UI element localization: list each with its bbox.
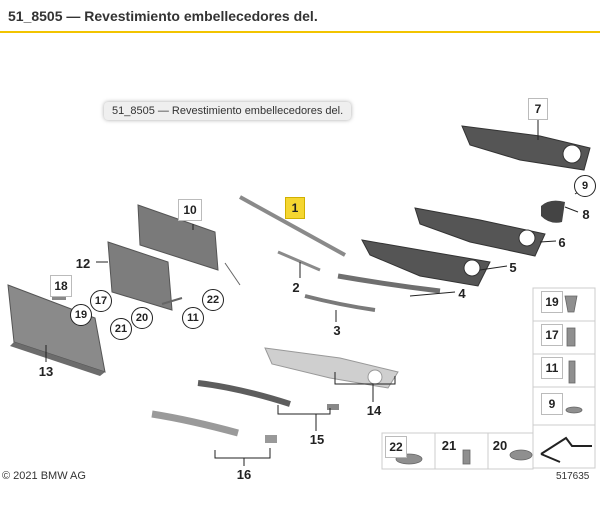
callout-15[interactable]: 15 bbox=[309, 432, 325, 447]
diagram-number: 517635 bbox=[556, 471, 590, 482]
screw-9-icon bbox=[565, 406, 583, 414]
bolt-21-icon bbox=[462, 449, 471, 465]
callout-5[interactable]: 5 bbox=[509, 260, 517, 275]
part-3-trim-strip[interactable] bbox=[304, 294, 376, 312]
legend-item-22[interactable]: 22 bbox=[385, 436, 407, 458]
part-10-license-plate-holder[interactable] bbox=[137, 204, 219, 271]
legend-item-21[interactable]: 21 bbox=[441, 438, 457, 453]
callout-21[interactable]: 21 bbox=[110, 318, 132, 340]
callout-19[interactable]: 19 bbox=[70, 304, 92, 326]
part-4-trim-strip[interactable] bbox=[337, 273, 441, 294]
part-13-license-plate-base[interactable] bbox=[7, 284, 106, 376]
part-12-license-plate-bracket[interactable] bbox=[107, 241, 173, 311]
callout-14[interactable]: 14 bbox=[366, 403, 382, 418]
copyright: © 2021 BMW AG bbox=[2, 470, 86, 482]
callout-22[interactable]: 22 bbox=[202, 289, 224, 311]
callout-1[interactable]: 1 bbox=[285, 197, 305, 219]
screw-17-icon bbox=[566, 327, 576, 347]
callout-11[interactable]: 11 bbox=[182, 307, 204, 329]
page-title: 51_8505 — Revestimiento embellecedores d… bbox=[8, 8, 318, 24]
part-5-grille[interactable] bbox=[361, 239, 491, 287]
title-divider bbox=[0, 31, 600, 33]
callout-2[interactable]: 2 bbox=[292, 280, 300, 295]
part-18-clip[interactable] bbox=[52, 296, 66, 300]
callout-8[interactable]: 8 bbox=[582, 207, 590, 222]
callout-18[interactable]: 18 bbox=[50, 275, 72, 297]
part-6-grille[interactable] bbox=[414, 207, 546, 257]
callout-10[interactable]: 10 bbox=[178, 199, 202, 221]
washer-20-icon bbox=[509, 449, 533, 461]
part-14-trim-cover[interactable] bbox=[264, 347, 399, 389]
part-2-trim-clip[interactable] bbox=[277, 250, 321, 272]
arrow-icon bbox=[540, 436, 592, 463]
callout-6[interactable]: 6 bbox=[558, 235, 566, 250]
callout-4[interactable]: 4 bbox=[458, 286, 466, 301]
callout-9[interactable]: 9 bbox=[574, 175, 596, 197]
exploded-parts-diagram bbox=[7, 120, 596, 470]
callout-13[interactable]: 13 bbox=[38, 364, 54, 379]
part-15-trim-strip[interactable] bbox=[197, 380, 339, 410]
screw-11-icon bbox=[568, 360, 576, 384]
callout-17[interactable]: 17 bbox=[90, 290, 112, 312]
callout-3[interactable]: 3 bbox=[333, 323, 341, 338]
legend-item-19[interactable]: 19 bbox=[541, 291, 563, 313]
legend-item-20[interactable]: 20 bbox=[492, 438, 508, 453]
clip-19-icon bbox=[564, 295, 578, 313]
callout-20[interactable]: 20 bbox=[131, 307, 153, 329]
legend-item-11[interactable]: 11 bbox=[541, 357, 563, 379]
part-1-chrome-trim-strip[interactable] bbox=[239, 195, 346, 257]
callout-7[interactable]: 7 bbox=[528, 98, 548, 120]
part-8-cover[interactable] bbox=[541, 200, 565, 223]
tooltip: 51_8505 — Revestimiento embellecedores d… bbox=[104, 102, 352, 120]
legend-item-9[interactable]: 9 bbox=[541, 393, 563, 415]
callout-12[interactable]: 12 bbox=[75, 256, 91, 271]
callout-16[interactable]: 16 bbox=[236, 467, 252, 482]
part-7-grille[interactable] bbox=[461, 125, 591, 171]
legend-item-17[interactable]: 17 bbox=[541, 324, 563, 346]
part-16-trim-strip[interactable] bbox=[151, 410, 277, 443]
legend-panel-bottom bbox=[381, 432, 534, 470]
